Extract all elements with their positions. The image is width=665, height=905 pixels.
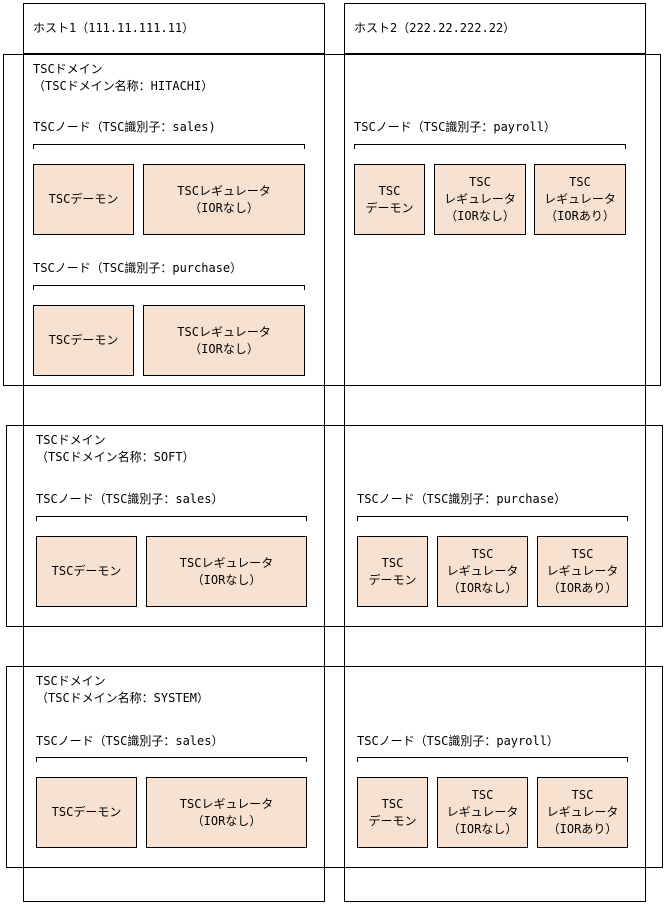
tsc-regulator-with-ior: TSC レギュレータ （IORあり）: [537, 536, 628, 607]
node-system-sales-label: TSCノード（TSC識別子：sales）: [36, 734, 224, 748]
tsc-daemon: TSCデーモン: [36, 777, 137, 848]
domain-soft: [6, 425, 663, 627]
domain-system-title: TSCドメイン: [36, 674, 106, 688]
node-system-payroll-label: TSCノード（TSC識別子：payroll）: [357, 734, 559, 748]
domain-system: [6, 666, 663, 868]
node-hitachi-sales-bracket: [33, 144, 305, 149]
node-hitachi-purchase-bracket: [33, 285, 305, 290]
host-1-header: ホスト1（111.11.111.11）: [23, 3, 325, 54]
tsc-regulator-no-ior: TSCレギュレータ （IORなし）: [143, 164, 305, 235]
host-1-label: ホスト1（111.11.111.11）: [33, 21, 195, 35]
tsc-daemon: TSC デーモン: [357, 777, 428, 848]
domain-soft-title: TSCドメイン: [36, 433, 106, 447]
host-2-header: ホスト2（222.22.222.22）: [344, 3, 646, 54]
domain-hitachi: [3, 54, 661, 386]
tsc-daemon: TSCデーモン: [33, 305, 134, 376]
tsc-daemon: TSCデーモン: [33, 164, 134, 235]
host-2-box: [344, 3, 646, 902]
domain-hitachi-name: （TSCドメイン名称：HITACHI）: [33, 79, 214, 93]
node-hitachi-purchase-label: TSCノード（TSC識別子：purchase）: [33, 261, 243, 275]
node-hitachi-sales-label: TSCノード（TSC識別子：sales): [33, 120, 216, 134]
domain-system-name: （TSCドメイン名称：SYSTEM）: [36, 691, 210, 705]
host-2-label: ホスト2（222.22.222.22）: [354, 21, 516, 35]
domain-hitachi-title: TSCドメイン: [33, 62, 103, 76]
tsc-regulator-no-ior: TSCレギュレータ （IORなし）: [143, 305, 305, 376]
node-soft-sales-label: TSCノード（TSC識別子：sales）: [36, 492, 224, 506]
tsc-daemon: TSC デーモン: [354, 164, 425, 235]
tsc-regulator-no-ior: TSC レギュレータ （IORなし）: [437, 777, 528, 848]
tsc-regulator-with-ior: TSC レギュレータ （IORあり）: [534, 164, 626, 235]
tsc-regulator-no-ior: TSC レギュレータ （IORなし）: [437, 536, 528, 607]
tsc-regulator-no-ior: TSC レギュレータ （IORなし）: [434, 164, 526, 235]
node-system-sales-bracket: [36, 757, 307, 762]
node-hitachi-payroll-label: TSCノード（TSC識別子：payroll）: [354, 120, 556, 134]
host-1-box: [23, 3, 325, 902]
tsc-daemon: TSC デーモン: [357, 536, 428, 607]
tsc-regulator-no-ior: TSCレギュレータ （IORなし）: [146, 777, 307, 848]
node-system-payroll-bracket: [357, 757, 628, 762]
tsc-regulator-no-ior: TSCレギュレータ （IORなし）: [146, 536, 307, 607]
node-hitachi-payroll-bracket: [354, 144, 626, 149]
tsc-regulator-with-ior: TSC レギュレータ （IORあり）: [537, 777, 628, 848]
tsc-daemon: TSCデーモン: [36, 536, 137, 607]
domain-soft-name: （TSCドメイン名称：SOFT）: [36, 450, 195, 464]
node-soft-sales-bracket: [36, 516, 307, 521]
node-soft-purchase-label: TSCノード（TSC識別子：purchase）: [357, 492, 567, 506]
node-soft-purchase-bracket: [357, 516, 628, 521]
